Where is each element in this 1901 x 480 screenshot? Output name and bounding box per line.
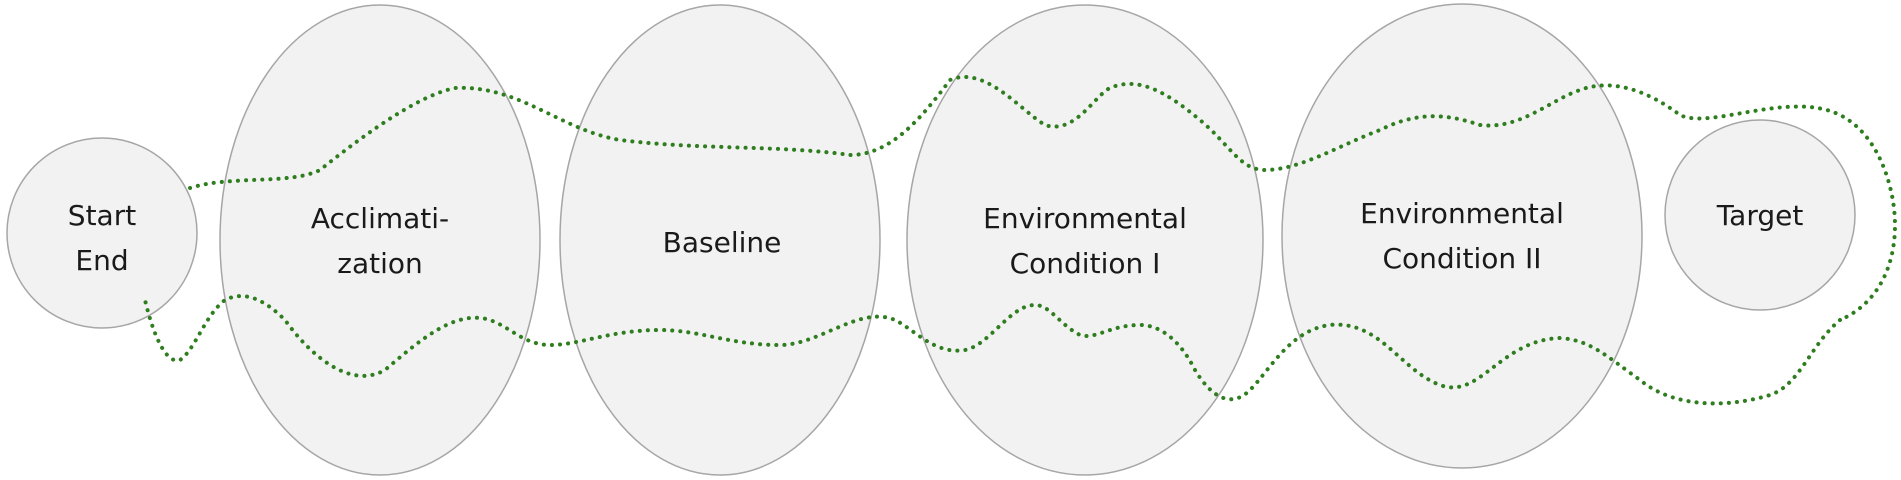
acclimatization-ellipse — [219, 4, 541, 476]
baseline-ellipse — [559, 4, 881, 476]
env-condition-1-label-line2: Condition I — [1010, 247, 1161, 280]
lower-route-path — [143, 294, 1842, 406]
acclimatization-label-line2: zation — [337, 247, 423, 280]
acclimatization-label-line1: Acclimati- — [311, 202, 449, 235]
env-condition-1-label-line1: Environmental — [983, 202, 1187, 235]
node-target: Target — [1664, 119, 1856, 311]
node-environmental-condition-2: Environmental Condition II — [1281, 3, 1643, 469]
start-end-label-line1: Start — [68, 199, 136, 232]
env-condition-2-ellipse — [1281, 3, 1643, 469]
baseline-label: Baseline — [663, 226, 782, 259]
node-start-end: Start End — [6, 137, 198, 329]
start-end-label-line2: End — [75, 244, 128, 277]
env-condition-1-ellipse — [906, 4, 1264, 476]
target-label: Target — [1716, 199, 1804, 232]
upper-route-path — [188, 75, 1898, 322]
node-environmental-condition-1: Environmental Condition I — [906, 4, 1264, 476]
target-circle — [1664, 119, 1856, 311]
start-end-circle — [6, 137, 198, 329]
env-condition-2-label-line2: Condition II — [1382, 242, 1541, 275]
node-baseline: Baseline — [559, 4, 881, 476]
env-condition-2-label-line1: Environmental — [1360, 197, 1564, 230]
node-acclimatization: Acclimati- zation — [219, 4, 541, 476]
